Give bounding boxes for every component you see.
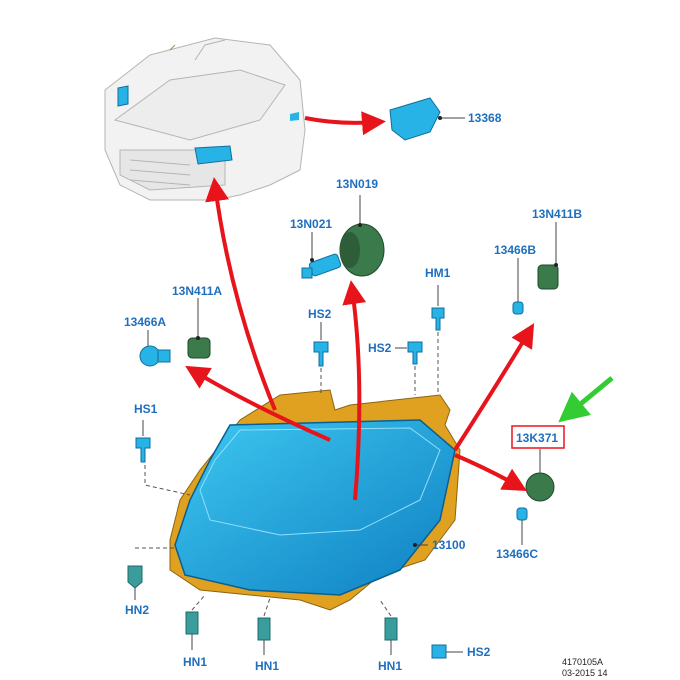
small-bulb-part-b	[512, 301, 524, 315]
clip-hn1-b	[257, 617, 271, 641]
screw-hs2-bottom	[431, 644, 447, 659]
label-HS1: HS1	[134, 402, 158, 416]
diagram-date: 03-2015 14	[562, 668, 608, 678]
label-13466B: 13466B	[494, 243, 536, 257]
label-HM1: HM1	[425, 266, 451, 280]
label-13N021: 13N021	[290, 217, 332, 231]
headlamp-bulb-part	[301, 253, 342, 279]
label-13N411B: 13N411B	[532, 207, 582, 221]
label-13466C: 13466C	[496, 547, 538, 561]
headlamp-assembly	[169, 389, 461, 611]
small-bulb-part-c	[516, 507, 528, 521]
label-13N019: 13N019	[336, 177, 378, 191]
label-13K371: 13K371	[516, 431, 558, 445]
vehicle-front-illustration	[104, 37, 306, 201]
highlight-box-13K371	[511, 425, 565, 449]
label-13100: 13100	[432, 538, 466, 552]
dashed-leader-lines	[135, 332, 439, 617]
label-13N411A: 13N411A	[172, 284, 222, 298]
screw-hs2-top	[313, 341, 329, 367]
arrow-to-13N411A	[185, 365, 331, 442]
clip-hn2	[127, 565, 143, 589]
label-HN2: HN2	[125, 603, 149, 617]
label-13466A: 13466A	[124, 315, 166, 329]
small-bulb-part-a	[139, 345, 171, 367]
socket-part-13K371	[525, 472, 555, 502]
arrow-to-vehicle	[205, 177, 277, 411]
label-HN1-b: HN1	[255, 659, 279, 673]
arrow-to-13K371	[454, 453, 527, 491]
clip-hn1-c	[384, 617, 398, 641]
arrow-to-13N019	[342, 280, 367, 501]
vehicle-side-lamp-highlight	[117, 85, 129, 107]
screw-hs2-mid	[407, 341, 423, 365]
vehicle-mirror-lamp-highlight	[290, 112, 299, 121]
label-HN1-c: HN1	[378, 659, 402, 673]
label-HN1-a: HN1	[183, 655, 207, 669]
arrow-to-13N411B	[453, 323, 535, 452]
socket-part-b	[537, 264, 559, 290]
bulb-cap-part	[339, 223, 385, 277]
screw-hm1	[431, 307, 445, 331]
red-arrows	[185, 111, 535, 501]
diagram-code: 4170105A	[562, 657, 603, 667]
arrow-to-13368	[304, 111, 386, 136]
screw-hs1	[135, 437, 151, 463]
side-lamp-part	[389, 97, 441, 141]
label-13368: 13368	[468, 111, 502, 125]
green-pointer-arrow	[558, 376, 614, 423]
socket-part-a	[187, 337, 211, 359]
clip-hn1-a	[185, 611, 199, 635]
label-HS2-top: HS2	[308, 307, 332, 321]
vehicle-headlamp-highlight	[194, 145, 233, 165]
label-HS2-mid: HS2	[368, 341, 392, 355]
label-HS2-bottom: HS2	[467, 645, 491, 659]
